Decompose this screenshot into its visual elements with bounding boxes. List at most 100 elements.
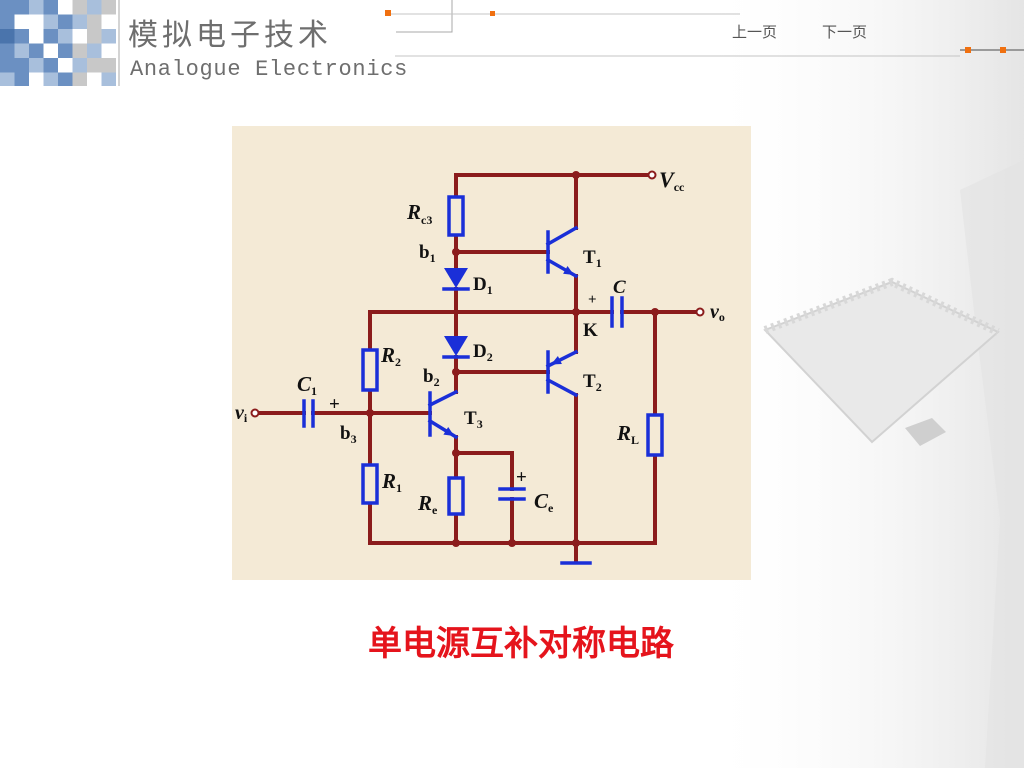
label-main: D (473, 274, 487, 295)
label-subscript: 2 (395, 355, 401, 369)
label-main: R (380, 343, 395, 367)
chip-small (905, 418, 946, 446)
label-c: C (613, 277, 626, 298)
logo-tile (58, 14, 73, 29)
logo-tile (14, 43, 29, 58)
label-b1: b1 (419, 242, 436, 265)
label-main: R (406, 200, 421, 224)
capacitor-ce (498, 487, 526, 501)
logo-tile (87, 43, 102, 58)
logo-tile (101, 72, 116, 86)
transistor-collector (545, 225, 579, 247)
logo-tile (101, 29, 116, 44)
transistor-collector (427, 389, 459, 408)
label-main: R (417, 491, 432, 515)
label-rl: RL (616, 421, 639, 447)
junction-node (572, 539, 580, 547)
label-rc3: Rc3 (406, 200, 432, 227)
logo-tile (87, 0, 102, 15)
label-b3: b3 (340, 423, 357, 446)
label-main: b (423, 366, 434, 387)
label-subscript: 2 (487, 350, 493, 364)
logo-tile (0, 29, 15, 44)
label-main: D (473, 341, 487, 362)
transistor-t1 (545, 225, 579, 279)
label-subscript: cc (674, 180, 685, 194)
header-dot (965, 47, 971, 53)
emitter-arrow (551, 356, 562, 365)
label-main: v (235, 402, 245, 424)
circuit-diagram: Vcc Rc3 b1 D1 T1 + C K vo D2 b2 T2 R2 C1… (235, 167, 725, 565)
label-vi: vi (235, 402, 248, 425)
logo-tile (0, 43, 15, 58)
label-subscript: i (244, 411, 248, 425)
label-t3: T3 (464, 408, 483, 431)
label-c1-plus: + (329, 394, 340, 415)
logo-tile (101, 43, 116, 58)
logo-tile (72, 58, 87, 73)
prev-page-link[interactable]: 上一页 (732, 23, 778, 41)
junction-node (572, 308, 580, 316)
header-dot (490, 11, 495, 16)
label-t2: T2 (583, 371, 602, 394)
resistor-re (447, 476, 465, 516)
label-vcc: Vcc (659, 167, 685, 194)
resistor-r2 (361, 348, 379, 392)
label-d1: D1 (473, 274, 493, 297)
emitter-arrow (563, 266, 574, 275)
next-page-link[interactable]: 下一页 (822, 23, 868, 41)
logo-tile (29, 58, 44, 73)
label-subscript: 1 (430, 251, 436, 265)
junction-node (452, 368, 460, 376)
logo-tile (43, 43, 58, 58)
label-main: C (297, 372, 312, 396)
label-subscript: 3 (351, 432, 357, 446)
label-main: v (710, 301, 720, 323)
logo-tile (72, 43, 87, 58)
header-dot (385, 10, 391, 16)
label-d2: D2 (473, 341, 493, 364)
capacitor-c (610, 296, 624, 328)
logo-mosaic (0, 0, 116, 86)
logo-tile (14, 14, 29, 29)
logo-tile (29, 0, 44, 15)
logo-tile (29, 43, 44, 58)
junction-node (452, 449, 460, 457)
logo-tile (58, 72, 73, 86)
transistor-t3 (427, 389, 459, 440)
course-title: 模拟电子技术 (128, 18, 332, 53)
logo-tile (14, 58, 29, 73)
logo-tile (0, 14, 15, 29)
logo-tile (29, 29, 44, 44)
logo-tile (87, 58, 102, 73)
label-t1: T1 (583, 247, 602, 270)
diode-triangle (444, 268, 468, 288)
logo-tile (43, 29, 58, 44)
logo-tile (87, 14, 102, 29)
label-k: K (583, 320, 598, 341)
diode-d1 (442, 268, 470, 291)
wire (454, 451, 514, 491)
chip-pins (763, 277, 1000, 336)
background-band (960, 160, 1024, 768)
label-main: V (659, 167, 676, 192)
terminal-vi (250, 408, 260, 418)
diagram-caption: 单电源互补对称电路 (368, 624, 674, 664)
label-main: T (583, 371, 596, 392)
junction-node (452, 248, 460, 256)
label-c-plus: + (588, 292, 597, 308)
logo-tile (72, 14, 87, 29)
resistor-r1 (361, 463, 379, 505)
label-subscript: 1 (487, 283, 493, 297)
logo-tile (0, 0, 15, 15)
label-main: T (464, 408, 477, 429)
label-main: R (616, 421, 631, 445)
label-ce-plus: + (516, 467, 527, 488)
course-subtitle: Analogue Electronics (130, 57, 409, 82)
logo-tile (58, 0, 73, 15)
logo-tile (72, 72, 87, 86)
header-line (396, 0, 453, 33)
logo-tile (43, 0, 58, 15)
terminal-vcc (647, 170, 657, 180)
label-vo: vo (710, 301, 725, 324)
